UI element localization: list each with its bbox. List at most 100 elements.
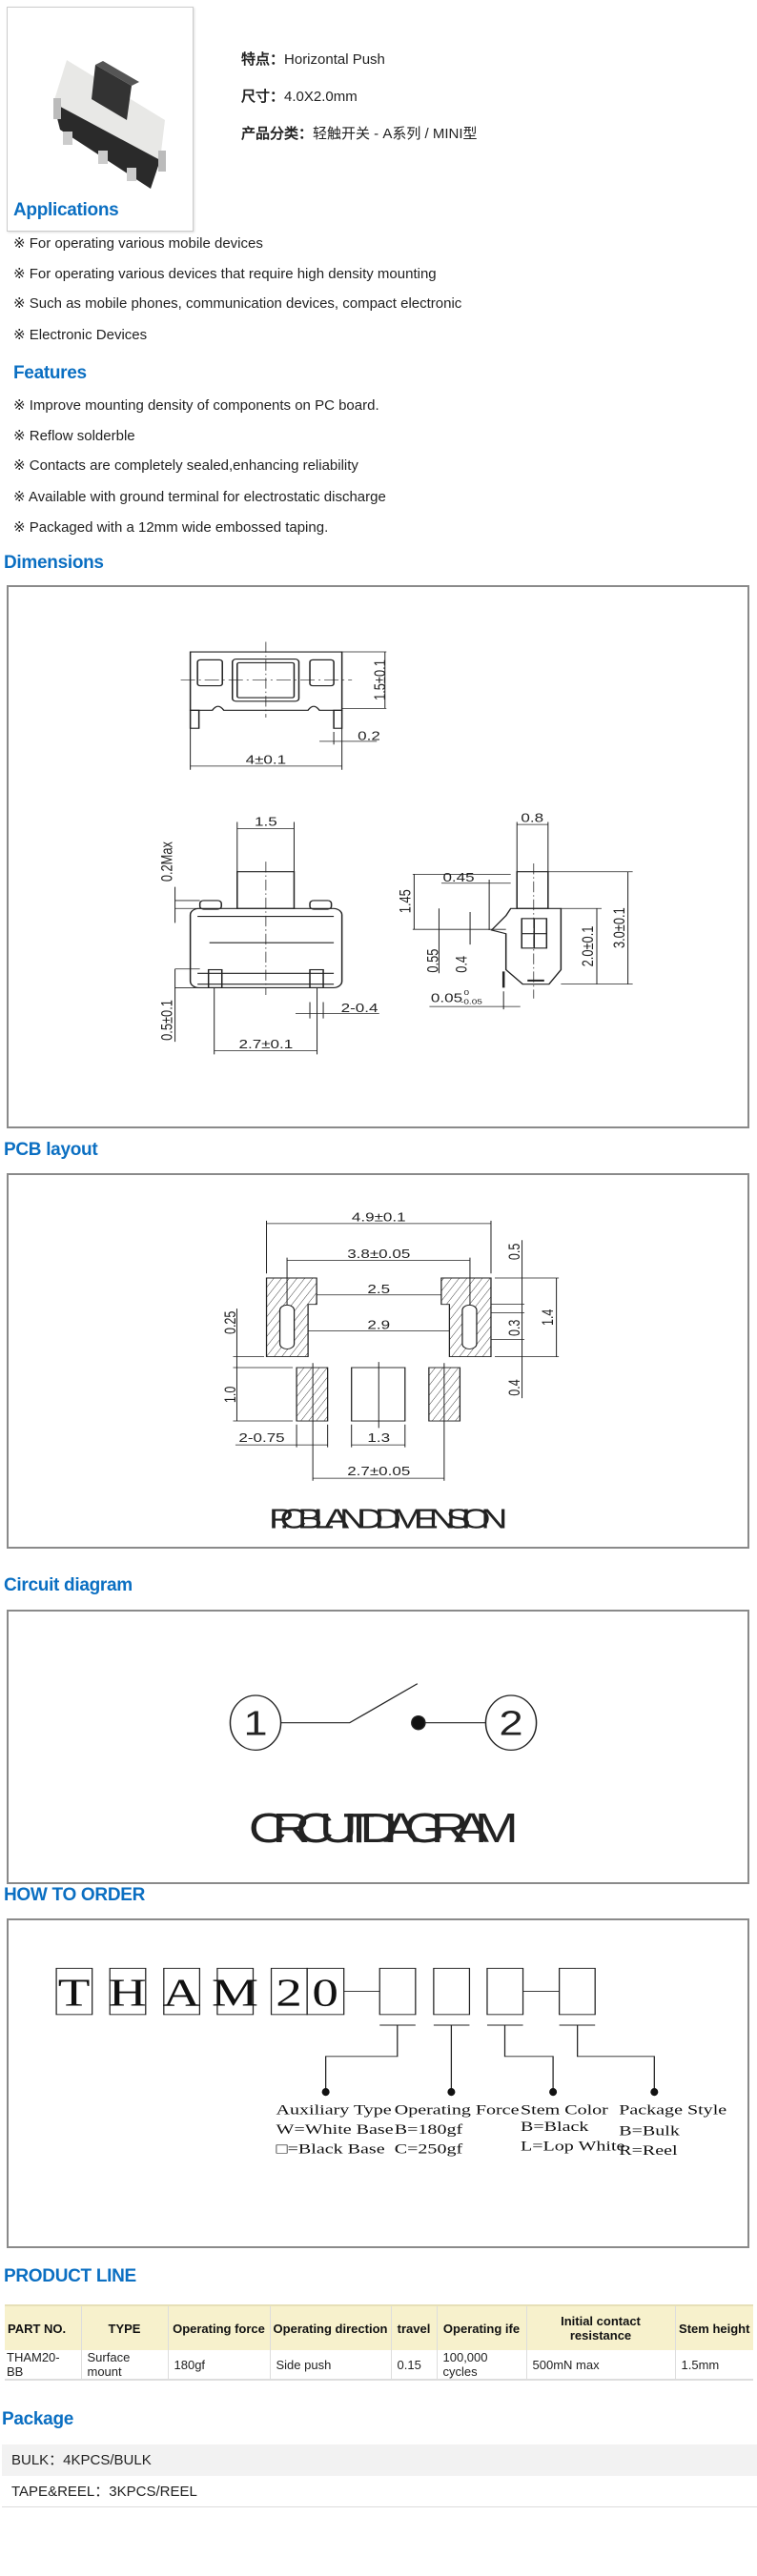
option-line: L=Lop White (521, 2138, 625, 2154)
col-header: Stem height (675, 2304, 753, 2350)
dim-label: 3.0±0.1 (610, 907, 628, 948)
code-char: H (109, 1971, 147, 2015)
code-char: M (212, 1971, 258, 2015)
table-header-row: PART NO. TYPE Operating force Operating … (5, 2304, 753, 2350)
dim-label: -0.05 (460, 998, 482, 1006)
dim-label: 0.05 (431, 991, 462, 1004)
col-header: Operating ife (437, 2304, 527, 2350)
cell: 0.15 (391, 2350, 438, 2381)
option-line: W=White Base (276, 2120, 394, 2137)
col-header: Operating force (168, 2304, 271, 2350)
circuit-heading: Circuit diagram (4, 1575, 133, 1595)
pcb-dim-label: 0.25 (221, 1311, 239, 1334)
cell: 100,000 cycles (437, 2350, 527, 2381)
pcb-caption: P.C.B LAND DIMENSION (269, 1504, 507, 1534)
table-row: THAM20-BB Surface mount 180gf Side push … (5, 2350, 753, 2381)
pcb-dim-label: 2-0.75 (238, 1431, 284, 1445)
option-line: R=Reel (619, 2142, 677, 2159)
option-title: Stem Color (521, 2101, 608, 2118)
circuit-diagram: 1 2 CIRCUIT DIAGRAM (7, 1610, 749, 1884)
pcb-dim-label: 2.9 (367, 1319, 390, 1332)
code-char: 2 (276, 1971, 302, 2015)
dim-label: 0.2 (358, 729, 380, 742)
dim-label: 1.5±0.1 (371, 659, 389, 700)
dimensions-heading: Dimensions (4, 553, 104, 573)
cell: Side push (270, 2350, 392, 2381)
pcb-dim-label: 0.5 (505, 1244, 523, 1260)
dim-label: 0.55 (424, 949, 442, 973)
spec-feature: 特点：Horizontal Push (241, 51, 385, 68)
pcb-dim-label: 2.5 (367, 1283, 390, 1296)
cell: 180gf (168, 2350, 271, 2381)
pcb-layout-drawing: 4.9±0.1 3.8±0.05 2.5 2.9 1.4 0.5 0.3 0.4… (7, 1173, 749, 1549)
dim-label: 0.45 (442, 871, 474, 884)
list-item: ※ Reflow solderble (13, 428, 135, 444)
spec-size: 尺寸：4.0X2.0mm (241, 89, 358, 105)
cell: 1.5mm (675, 2350, 753, 2381)
order-code-diagram: T H A M 2 0 Auxiliary Type W=White Base … (7, 1918, 749, 2248)
option-title: Auxiliary Type (276, 2101, 392, 2118)
pcb-dim-label: 3.8±0.05 (347, 1247, 410, 1261)
features-heading: Features (13, 363, 87, 383)
dim-label: 4±0.1 (246, 753, 287, 766)
list-item: ※ Available with ground terminal for ele… (13, 489, 386, 505)
pcb-dim-label: 1.0 (221, 1387, 239, 1403)
list-item: ※ Contacts are completely sealed,enhanci… (13, 457, 358, 474)
dim-label: 0 (464, 988, 470, 997)
option-title: Operating Force (395, 2101, 520, 2118)
cell: THAM20-BB (5, 2350, 82, 2381)
product-image (7, 7, 194, 232)
col-header: travel (391, 2304, 438, 2350)
circuit-caption: CIRCUIT DIAGRAM (249, 1805, 519, 1852)
list-item: ※ Such as mobile phones, communication d… (13, 295, 462, 312)
package-item-reel: TAPE&REEL：3KPCS/REEL (2, 2476, 757, 2507)
pcb-dim-label: 0.4 (505, 1379, 523, 1395)
pcb-dim-label: 4.9±0.1 (352, 1211, 406, 1225)
col-header: TYPE (81, 2304, 169, 2350)
how-to-order-heading: HOW TO ORDER (4, 1885, 146, 1905)
dim-label: 0.5±0.1 (158, 1000, 176, 1041)
pcb-dim-label: 0.3 (505, 1320, 523, 1336)
col-header: PART NO. (5, 2304, 82, 2350)
dim-label: 0.2Max (158, 842, 176, 882)
cell: Surface mount (81, 2350, 169, 2381)
product-line-table: PART NO. TYPE Operating force Operating … (5, 2304, 753, 2381)
spec-category: 产品分类：轻触开关 - A系列 / MINI型 (241, 126, 478, 142)
dim-label: 2-0.4 (341, 1002, 378, 1015)
cell: 500mN max (526, 2350, 676, 2381)
code-char: A (162, 1971, 200, 2015)
package-item-bulk: BULK：4KPCS/BULK (2, 2444, 757, 2476)
option-line: □=Black Base (276, 2140, 385, 2157)
dim-label: 0.8 (521, 811, 543, 824)
node-1-label: 1 (243, 1704, 267, 1742)
product-line-heading: PRODUCT LINE (4, 2266, 136, 2286)
pcb-heading: PCB layout (4, 1140, 98, 1160)
dim-label: 2.7±0.1 (238, 1038, 293, 1051)
package-heading: Package (2, 2409, 74, 2429)
list-item: ※ For operating various mobile devices (13, 235, 263, 252)
col-header: Operating direction (270, 2304, 392, 2350)
option-title: Package Style (619, 2101, 726, 2118)
col-header: Initial contact resistance (526, 2304, 676, 2350)
option-line: B=Black (521, 2119, 589, 2135)
list-item: ※ Packaged with a 12mm wide embossed tap… (13, 519, 329, 536)
code-char: T (58, 1971, 91, 2015)
dim-label: 2.0±0.1 (579, 926, 597, 967)
dimensions-drawing: 1.5±0.1 0.2 4±0.1 1.5 0.2Max 0.5±0.1 2.7… (7, 585, 749, 1128)
list-item: ※ Electronic Devices (13, 327, 148, 343)
option-line: C=250gf (395, 2140, 463, 2157)
list-item: ※ Improve mounting density of components… (13, 397, 379, 414)
dim-label: 1.45 (397, 889, 415, 913)
node-2-label: 2 (499, 1704, 522, 1742)
option-line: B=Bulk (619, 2122, 680, 2139)
tact-switch-photo (53, 60, 166, 189)
dim-label: 1.5 (255, 815, 277, 828)
pcb-dim-label: 1.4 (539, 1309, 557, 1326)
pcb-dim-label: 1.3 (367, 1431, 390, 1445)
option-line: B=180gf (395, 2120, 463, 2137)
pcb-dim-label: 2.7±0.05 (347, 1465, 410, 1478)
dim-label: 0.4 (453, 956, 471, 973)
list-item: ※ For operating various devices that req… (13, 266, 437, 282)
code-char: 0 (312, 1971, 338, 2015)
applications-heading: Applications (13, 200, 119, 220)
